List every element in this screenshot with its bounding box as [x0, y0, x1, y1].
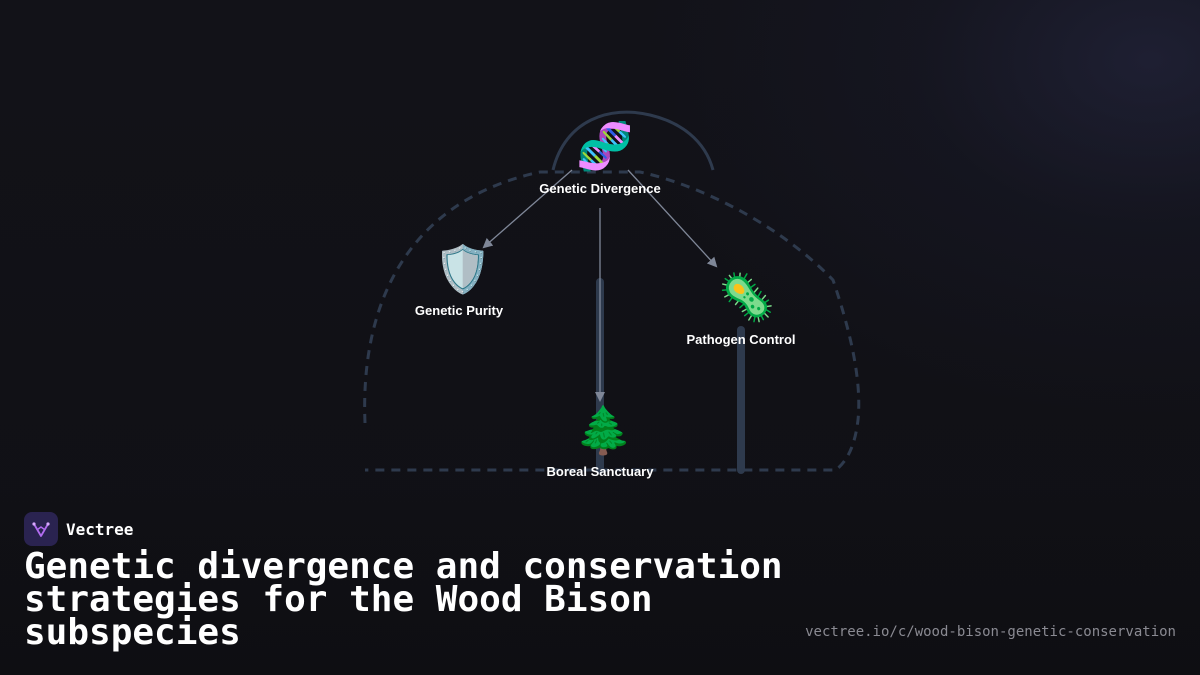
- evergreen-tree-icon: 🌲: [575, 403, 632, 457]
- node-label-pathogen-control: Pathogen Control: [686, 332, 795, 347]
- node-pathogen-control[interactable]: 🦠 Pathogen Control: [686, 270, 795, 347]
- page-url[interactable]: vectree.io/c/wood-bison-genetic-conserva…: [805, 624, 1176, 640]
- brand[interactable]: Vectree: [24, 512, 133, 546]
- microbe-icon: 🦠: [718, 270, 775, 324]
- bison-hump-arc: [551, 110, 715, 171]
- edge-divergence-to-purity: [482, 169, 573, 249]
- page-title: Genetic divergence and conservation stra…: [24, 546, 783, 653]
- shield-icon: 🛡️: [434, 242, 491, 296]
- node-genetic-divergence[interactable]: 🧬 Genetic Divergence: [539, 118, 660, 196]
- dna-icon: 🧬: [576, 118, 633, 174]
- node-boreal-sanctuary[interactable]: 🌲 Boreal Sanctuary: [547, 403, 655, 479]
- node-label-genetic-divergence: Genetic Divergence: [539, 181, 660, 196]
- node-label-boreal-sanctuary: Boreal Sanctuary: [547, 464, 655, 479]
- brand-name: Vectree: [66, 519, 134, 539]
- edge-divergence-to-pathogen: [627, 169, 718, 268]
- node-label-genetic-purity: Genetic Purity: [415, 303, 504, 318]
- node-genetic-purity[interactable]: 🛡️ Genetic Purity: [415, 242, 504, 318]
- bison-outline: [363, 170, 861, 472]
- vectree-logo-icon: [24, 512, 58, 546]
